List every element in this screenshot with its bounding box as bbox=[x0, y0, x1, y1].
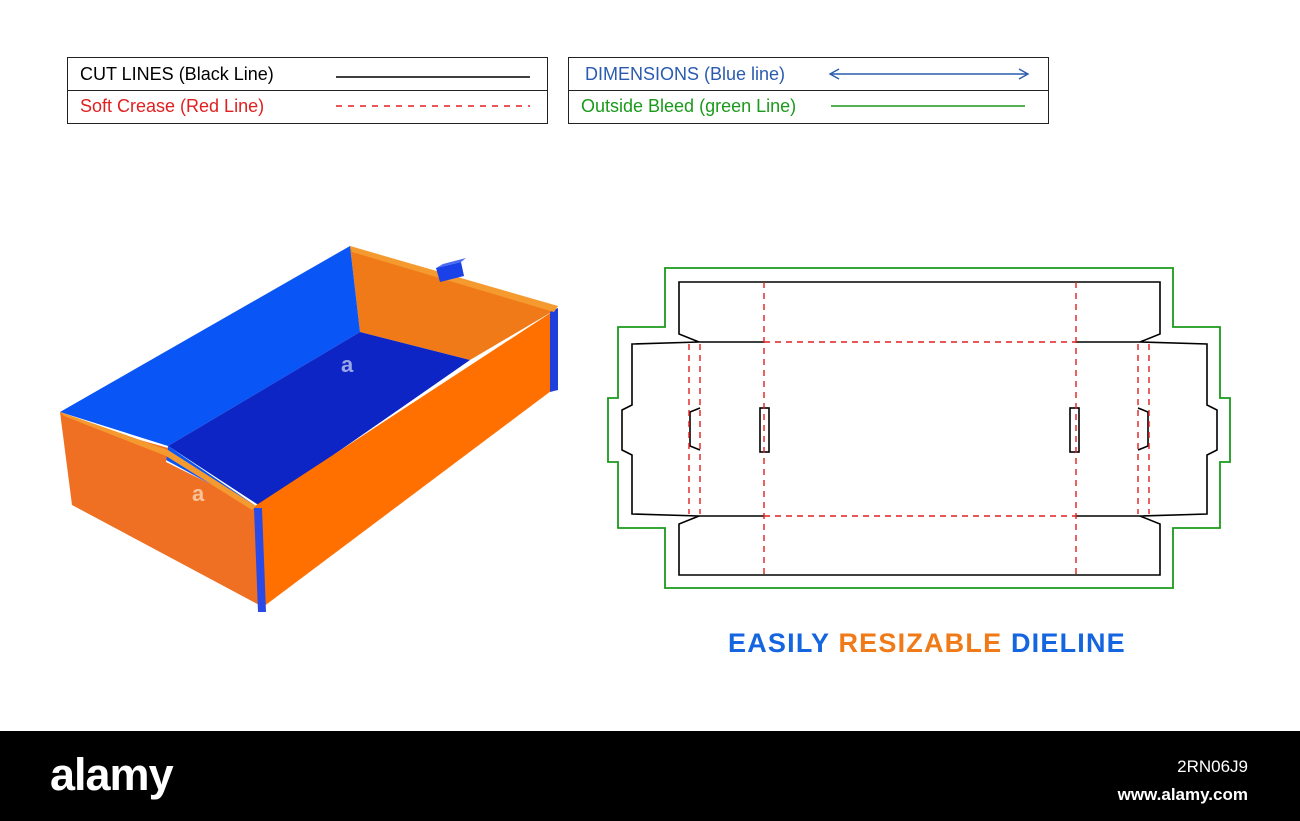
legend-row-dimensions: DIMENSIONS (Blue line) bbox=[569, 58, 1048, 90]
legend-divider bbox=[569, 90, 1048, 91]
box-floor bbox=[168, 332, 470, 506]
image-id: 2RN06J9 bbox=[1177, 757, 1248, 776]
legend-row-outside-bleed: Outside Bleed (green Line) bbox=[569, 90, 1048, 122]
box-top-lip-back bbox=[350, 246, 558, 312]
box-lock-tab-top bbox=[436, 258, 466, 268]
watermark-footer: alamy 2RN06J9 www.alamy.com bbox=[0, 731, 1300, 821]
legend-divider bbox=[68, 90, 547, 91]
box-front-wall-outer bbox=[60, 412, 263, 607]
bleed-outline bbox=[607, 267, 1231, 589]
tagline-word-easily: EASILY bbox=[728, 628, 830, 658]
box-marker: a bbox=[341, 352, 354, 377]
legend-dimensions-bleed: DIMENSIONS (Blue line) Outside Bleed (gr… bbox=[568, 57, 1049, 124]
cut-lines-label: CUT LINES (Black Line) bbox=[80, 64, 274, 84]
soft-crease-label: Soft Crease (Red Line) bbox=[80, 96, 265, 116]
box-right-wall-outer bbox=[255, 310, 555, 607]
box-left-wall-inner bbox=[60, 246, 360, 446]
bleed-line-sample bbox=[831, 105, 1025, 107]
crease-line-sample bbox=[336, 105, 530, 107]
dieline bbox=[607, 267, 1231, 589]
legend-cut-crease: CUT LINES (Black Line) Soft Crease (Red … bbox=[67, 57, 548, 124]
box-lock-tab bbox=[436, 262, 464, 282]
outside-bleed-label: Outside Bleed (green Line) bbox=[581, 96, 797, 116]
dimension-arrow-sample bbox=[828, 68, 1030, 80]
lock-slot bbox=[1069, 407, 1080, 453]
illustration: a a bbox=[60, 246, 1231, 612]
box-back-wall-inner bbox=[350, 246, 555, 360]
box-3d: a a bbox=[60, 246, 558, 612]
cut-notch bbox=[689, 407, 701, 451]
box-right-edge-strip bbox=[550, 308, 558, 392]
legend-row-cut-lines: CUT LINES (Black Line) bbox=[68, 58, 547, 90]
box-marker: a bbox=[192, 481, 205, 506]
box-corner-strip bbox=[254, 508, 266, 612]
alamy-logo: alamy bbox=[50, 749, 174, 800]
cut-line-sample bbox=[336, 76, 530, 78]
tagline: EASILY RESIZABLE DIELINE bbox=[728, 628, 1126, 659]
tagline-word-resizable: RESIZABLE bbox=[838, 628, 1003, 658]
cut-notch bbox=[1137, 407, 1149, 451]
site-url: www.alamy.com bbox=[1117, 785, 1248, 804]
tagline-word-dieline: DIELINE bbox=[1010, 628, 1126, 658]
cut-outline bbox=[621, 281, 1218, 576]
box-top-lip-front bbox=[60, 412, 256, 510]
legend-row-soft-crease: Soft Crease (Red Line) bbox=[68, 90, 547, 122]
dimensions-label: DIMENSIONS (Blue line) bbox=[585, 64, 786, 84]
